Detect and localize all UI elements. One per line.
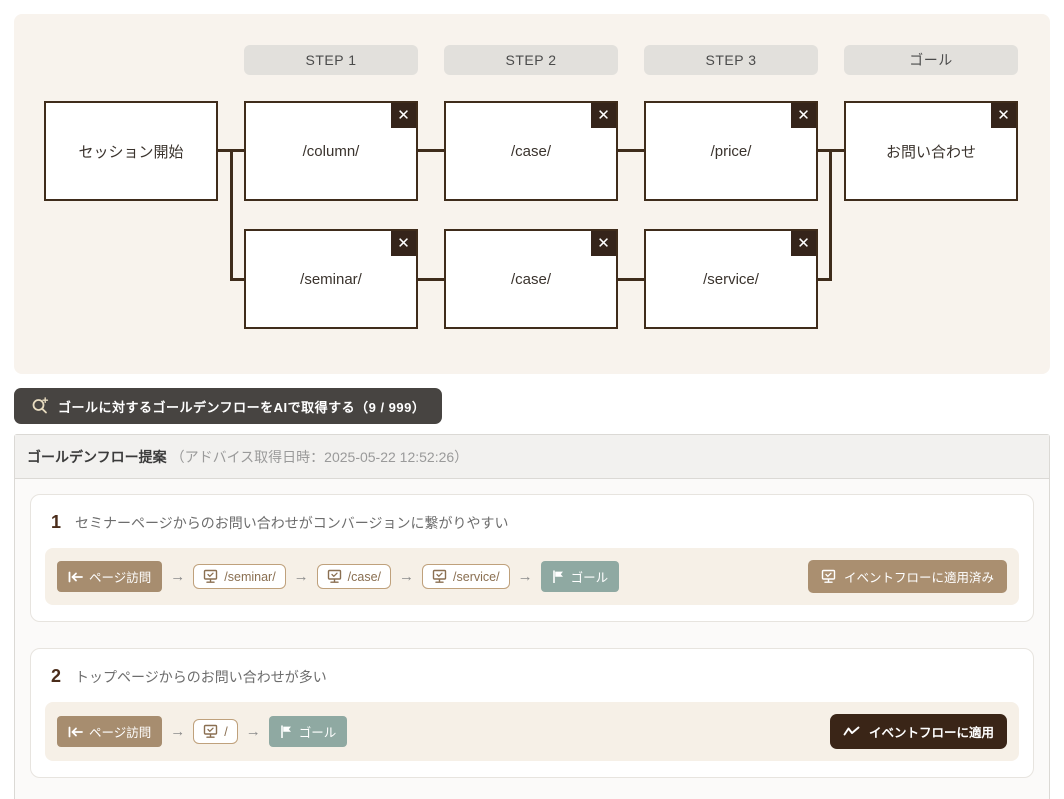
node-price[interactable]: /price/ ✕ xyxy=(644,101,818,201)
chip-label: /seminar/ xyxy=(224,569,276,584)
connector-line xyxy=(829,149,832,281)
close-button[interactable]: ✕ xyxy=(591,231,616,256)
close-button[interactable]: ✕ xyxy=(391,103,416,128)
monitor-check-icon xyxy=(821,569,836,584)
ai-button-label: ゴールに対するゴールデンフローをAIで取得する（9 / 999） xyxy=(58,399,426,415)
card-description: セミナーページからのお問い合わせがコンバージョンに繋がりやすい xyxy=(75,515,509,531)
arrow-separator-icon: → xyxy=(245,723,261,740)
close-button[interactable]: ✕ xyxy=(991,103,1016,128)
connector-line xyxy=(230,278,244,281)
step-header-3: STEP 3 xyxy=(644,45,818,75)
node-label: /seminar/ xyxy=(300,270,362,288)
chip-step-page: / xyxy=(193,719,238,744)
node-label: /price/ xyxy=(710,142,752,160)
monitor-check-icon xyxy=(327,569,342,584)
close-button[interactable]: ✕ xyxy=(391,231,416,256)
node-label: セッション開始 xyxy=(78,143,184,161)
monitor-check-icon xyxy=(432,569,447,584)
suggestion-card-2: 2 トップページからのお問い合わせが多い ページ訪問 → xyxy=(30,648,1034,778)
close-button[interactable]: ✕ xyxy=(791,103,816,128)
close-icon: ✕ xyxy=(597,235,610,252)
flag-icon xyxy=(552,570,565,583)
close-icon: ✕ xyxy=(997,107,1010,124)
node-column[interactable]: /column/ ✕ xyxy=(244,101,418,201)
card-number: 1 xyxy=(51,512,62,532)
close-icon: ✕ xyxy=(397,235,410,252)
step-header-goal: ゴール xyxy=(844,45,1018,75)
node-goal[interactable]: お問い合わせ ✕ xyxy=(844,101,1018,201)
flag-icon xyxy=(280,725,293,738)
applied-badge-label: イベントフローに適用済み xyxy=(843,571,994,585)
step-header-1: STEP 1 xyxy=(244,45,418,75)
node-case-row2[interactable]: /case/ ✕ xyxy=(444,229,618,329)
monitor-check-icon xyxy=(203,724,218,739)
applied-badge: イベントフローに適用済み xyxy=(807,560,1007,593)
chip-label: /case/ xyxy=(347,569,382,584)
chip-label: ページ訪問 xyxy=(89,726,152,740)
node-label: /column/ xyxy=(302,142,360,160)
flow-chip-strip: ページ訪問 → /seminar/ → xyxy=(45,548,1019,605)
connector-line xyxy=(818,278,832,281)
connector-line xyxy=(418,149,444,152)
close-icon: ✕ xyxy=(397,107,410,124)
apply-button-label: イベントフローに適用 xyxy=(868,726,994,740)
to-start-arrow-icon xyxy=(68,726,83,738)
ai-fetch-golden-flow-button[interactable]: ゴールに対するゴールデンフローをAIで取得する（9 / 999） xyxy=(14,388,443,424)
card-description: トップページからのお問い合わせが多い xyxy=(75,669,327,685)
monitor-check-icon xyxy=(203,569,218,584)
connector-line xyxy=(418,278,444,281)
chip-label: ゴール xyxy=(570,571,609,585)
connector-line xyxy=(230,149,233,281)
node-service[interactable]: /service/ ✕ xyxy=(644,229,818,329)
to-start-arrow-icon xyxy=(68,571,83,583)
connector-line xyxy=(618,278,644,281)
chip-step-page: /seminar/ xyxy=(193,564,286,589)
node-label: お問い合わせ xyxy=(885,143,976,161)
trend-line-icon xyxy=(843,725,860,738)
card-number: 2 xyxy=(51,666,62,686)
chip-goal: ゴール xyxy=(268,716,348,747)
ai-search-icon xyxy=(31,397,49,415)
arrow-separator-icon: → xyxy=(517,568,533,585)
node-session-start[interactable]: セッション開始 xyxy=(44,101,218,201)
chip-label: ゴール xyxy=(298,726,337,740)
chip-goal: ゴール xyxy=(540,561,620,592)
chip-label: /service/ xyxy=(453,569,500,584)
close-icon: ✕ xyxy=(597,107,610,124)
node-seminar[interactable]: /seminar/ ✕ xyxy=(244,229,418,329)
node-label: /service/ xyxy=(703,270,759,288)
close-button[interactable]: ✕ xyxy=(791,231,816,256)
chip-step-page: /case/ xyxy=(316,564,392,589)
section-title: ゴールデンフロー提案 xyxy=(27,448,167,465)
section-subtitle: （アドバイス取得日時：2025-05-22 12:52:26） xyxy=(170,448,469,465)
apply-to-event-flow-button[interactable]: イベントフローに適用 xyxy=(829,714,1007,749)
close-icon: ✕ xyxy=(797,235,810,252)
connector-line xyxy=(618,149,644,152)
suggestions-header: ゴールデンフロー提案 （アドバイス取得日時：2025-05-22 12:52:2… xyxy=(15,435,1049,479)
close-icon: ✕ xyxy=(797,107,810,124)
chip-label: / xyxy=(224,724,228,739)
chip-page-visit: ページ訪問 xyxy=(57,716,163,747)
chip-label: ページ訪問 xyxy=(89,571,152,585)
arrow-separator-icon: → xyxy=(399,568,415,585)
suggestion-card-1: 1 セミナーページからのお問い合わせがコンバージョンに繋がりやすい ページ訪問 … xyxy=(30,494,1034,622)
arrow-separator-icon: → xyxy=(170,723,186,740)
chip-page-visit: ページ訪問 xyxy=(57,561,163,592)
node-label: /case/ xyxy=(510,270,552,288)
chip-step-page: /service/ xyxy=(422,564,510,589)
golden-flow-suggestions-section: ゴールデンフロー提案 （アドバイス取得日時：2025-05-22 12:52:2… xyxy=(14,434,1050,799)
flow-chip-strip: ページ訪問 → / → xyxy=(45,702,1019,761)
node-case-row1[interactable]: /case/ ✕ xyxy=(444,101,618,201)
step-header-2: STEP 2 xyxy=(444,45,618,75)
arrow-separator-icon: → xyxy=(170,568,186,585)
funnel-panel: STEP 1 STEP 2 STEP 3 ゴール セッション開始 /column… xyxy=(14,14,1050,374)
node-label: /case/ xyxy=(510,142,552,160)
close-button[interactable]: ✕ xyxy=(591,103,616,128)
arrow-separator-icon: → xyxy=(293,568,309,585)
